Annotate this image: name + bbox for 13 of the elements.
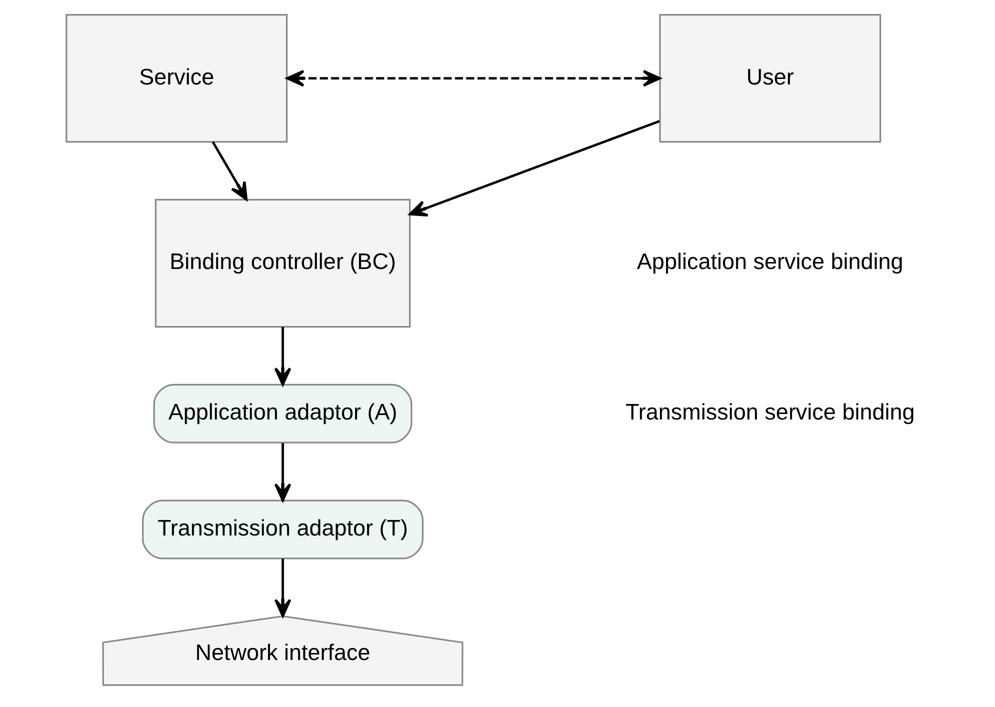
node-box: Service bbox=[66, 14, 288, 143]
arrow bbox=[274, 443, 292, 502]
arrow bbox=[274, 558, 292, 618]
node-box: Application adaptor (A) bbox=[153, 384, 412, 444]
arrow bbox=[286, 70, 662, 87]
node-box: Binding controller (BC) bbox=[154, 198, 411, 328]
node-box: Transmission adaptor (T) bbox=[142, 500, 424, 560]
arrow bbox=[212, 141, 248, 200]
arrow bbox=[408, 120, 660, 217]
label: Transmission service binding bbox=[625, 400, 915, 425]
arrow bbox=[274, 326, 292, 386]
label: Application service binding bbox=[636, 249, 904, 274]
node-box: User bbox=[659, 14, 882, 143]
